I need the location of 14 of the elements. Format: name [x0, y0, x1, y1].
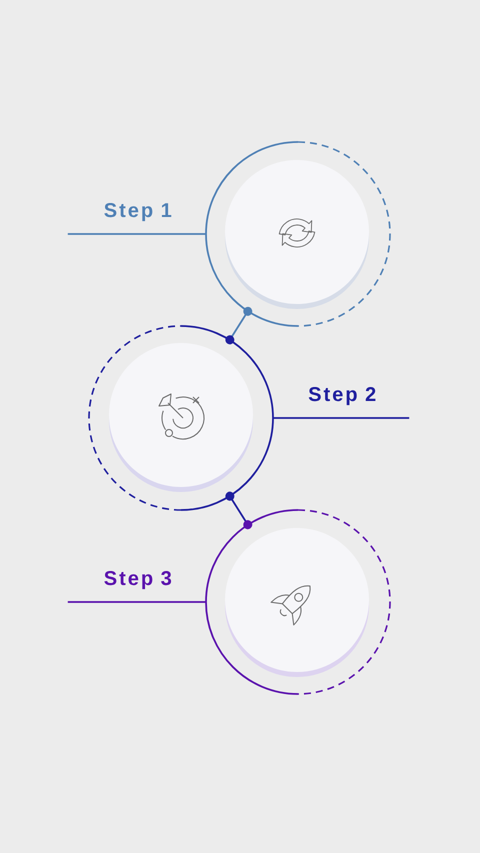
step-label: Step 2 [307, 386, 378, 406]
step-label: Step 3 [102, 570, 173, 590]
line [273, 417, 410, 419]
disc [109, 343, 253, 492]
connector [225, 306, 252, 344]
connector [225, 492, 252, 530]
line [68, 233, 206, 235]
ring [205, 141, 391, 327]
line [68, 601, 206, 603]
disc [225, 160, 369, 309]
disc [225, 528, 369, 677]
ring [88, 325, 274, 511]
step-label: Step 1 [102, 202, 173, 222]
ring [205, 509, 391, 695]
